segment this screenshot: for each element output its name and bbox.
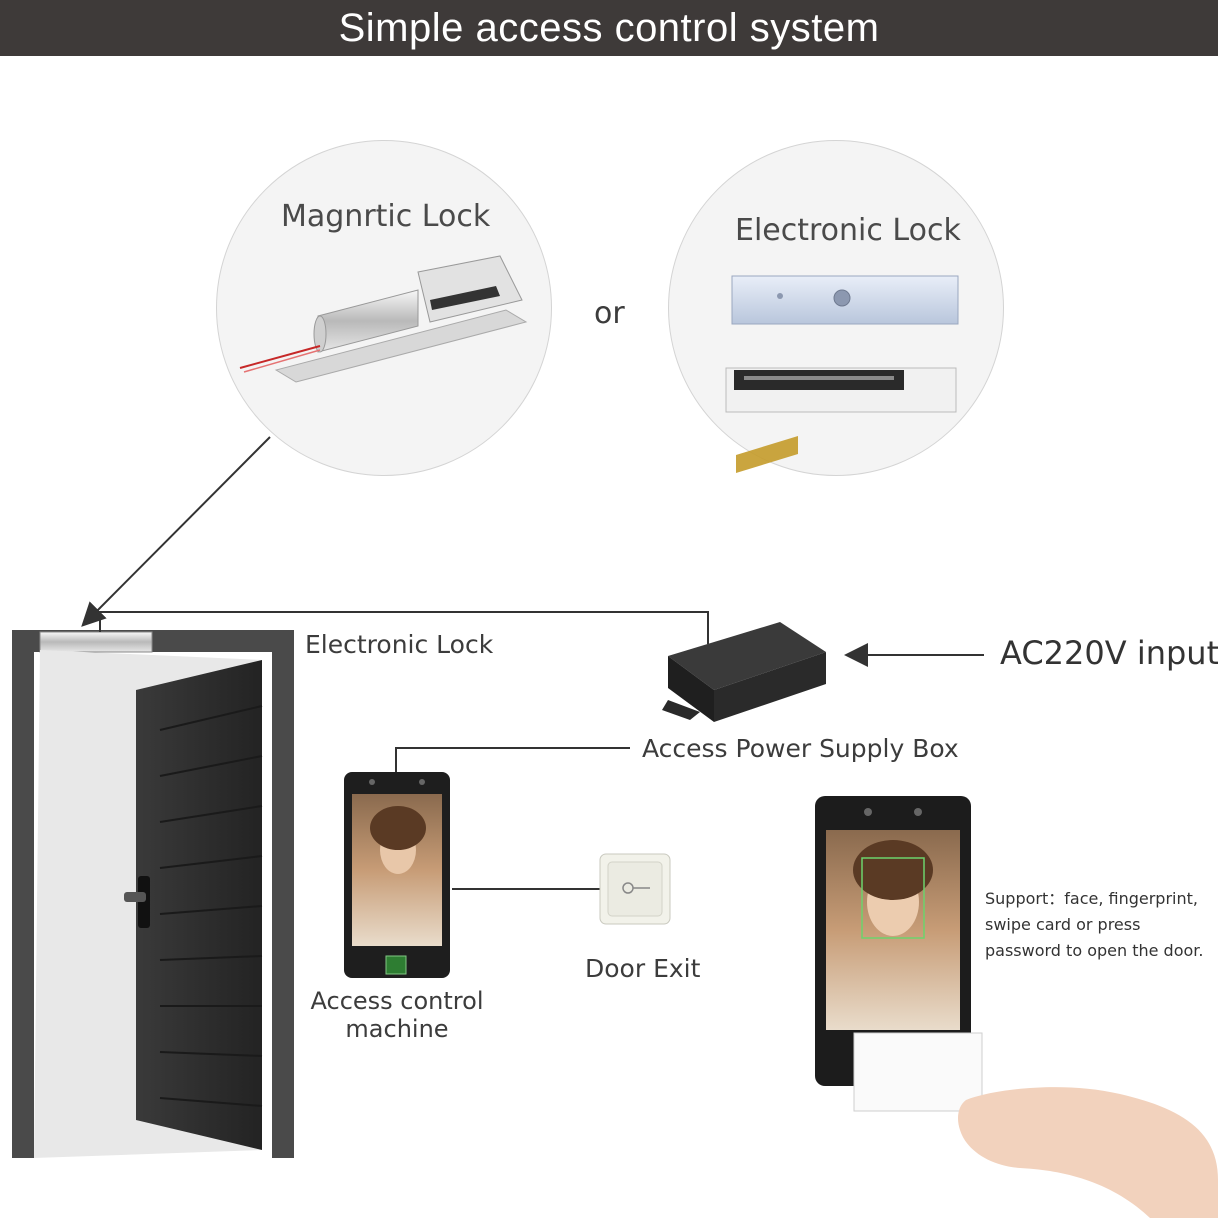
power-supply-label: Access Power Supply Box [642, 734, 959, 763]
door-electronic-lock [39, 631, 153, 653]
title-bar: Simple access control system [0, 0, 1218, 56]
large-access-terminal-image [815, 796, 983, 1112]
electronic-lock-label: Electronic Lock [305, 630, 494, 659]
door-exit-button-image [599, 853, 671, 925]
access-machine-label: Access control machine [310, 987, 484, 1043]
support-text: Support：face, fingerprint, swipe card or… [985, 889, 1204, 960]
bolt-lock-image [239, 255, 528, 383]
wiring [99, 611, 984, 890]
door-exit-label: Door Exit [585, 954, 701, 983]
magnetic-lock-title: Magnrtic Lock [281, 199, 491, 234]
door-image [12, 630, 294, 1158]
hand-image [958, 1087, 1218, 1218]
electronic-lock-title: Electronic Lock [735, 213, 961, 248]
page-title: Simple access control system [338, 5, 880, 50]
access-control-machine-image [344, 772, 450, 978]
ac-input-label: AC220V input [1000, 634, 1218, 672]
power-supply-box-image [662, 436, 826, 722]
or-separator: or [594, 296, 625, 331]
lock-pointer-arrow [81, 436, 271, 627]
magnetic-lock-image [725, 275, 959, 413]
magnetic-lock-bubble: Magnrtic Lock [216, 140, 552, 476]
